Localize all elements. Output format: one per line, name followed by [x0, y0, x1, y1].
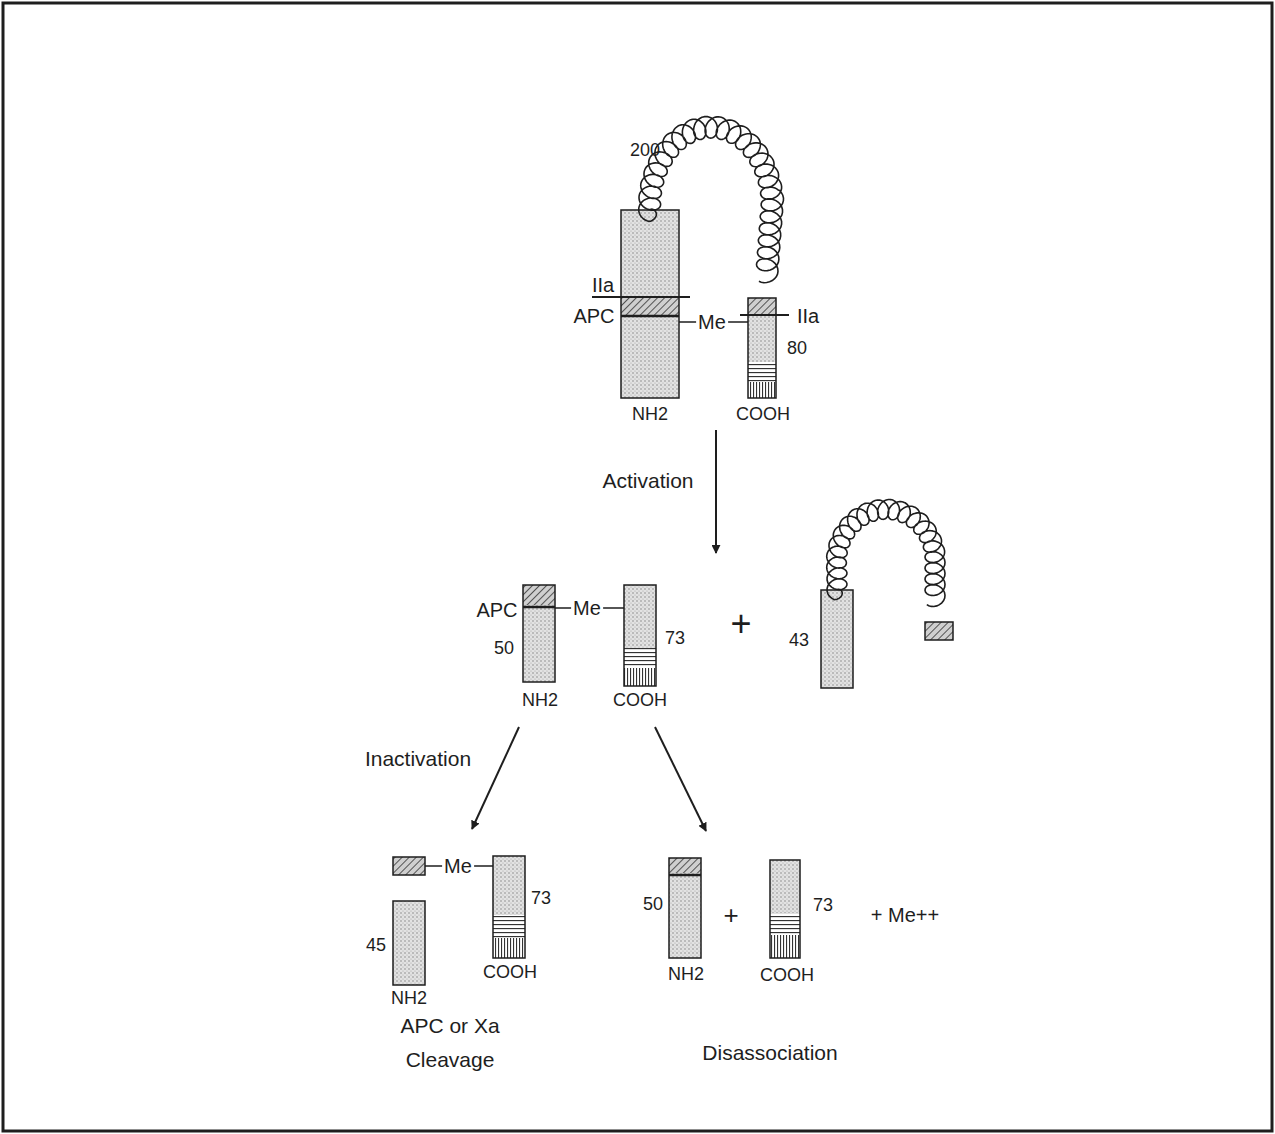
- metal-label: Me: [571, 598, 603, 618]
- plus-sign: +: [730, 606, 751, 642]
- metal-label: Me: [696, 312, 728, 332]
- terminus-label: NH2: [632, 405, 668, 423]
- step-label: Activation: [602, 470, 693, 491]
- bar-outline: [624, 585, 656, 686]
- light-chain-bar: [624, 585, 656, 686]
- terminus-label: COOH: [613, 691, 667, 709]
- bar-outline: [523, 585, 555, 682]
- callout-number: 80: [787, 339, 807, 357]
- terminus-label: NH2: [391, 989, 427, 1007]
- callout-number: 73: [813, 896, 833, 914]
- cleavage-site-label: APC: [573, 306, 614, 326]
- bar-outline: [493, 856, 525, 958]
- callout-number: 73: [531, 889, 551, 907]
- plus-sign: +: [723, 902, 738, 928]
- outcome-label: APC or Xa Cleavage: [375, 1009, 525, 1077]
- fragment-square: [925, 622, 953, 640]
- fragment-bar: [821, 590, 853, 688]
- step-label: Inactivation: [365, 748, 471, 769]
- metal-ion-label: + Me++: [871, 905, 939, 925]
- terminus-label: NH2: [668, 965, 704, 983]
- callout-number: 50: [494, 639, 514, 657]
- dissociation-arrow: [655, 727, 706, 831]
- cleavage-mark: [740, 314, 789, 316]
- callout-number: 43: [789, 631, 809, 649]
- light-chain-bar: [770, 860, 800, 958]
- callout-number: 50: [643, 895, 663, 913]
- cleavage-mark: [669, 874, 701, 877]
- terminus-label: COOH: [760, 966, 814, 984]
- cleavage-site-label: IIa: [797, 306, 819, 326]
- bar-outline: [748, 298, 776, 398]
- light-chain-bar: [493, 856, 525, 958]
- callout-number: 73: [665, 629, 685, 647]
- b-domain-coil: [639, 117, 784, 283]
- heavy-chain-bar: [523, 585, 555, 682]
- inactivation-arrow: [472, 727, 519, 829]
- outcome-label: Disassociation: [702, 1042, 837, 1063]
- cleavage-mark: [592, 296, 690, 298]
- terminus-label: COOH: [483, 963, 537, 981]
- b-domain-coil: [827, 500, 945, 607]
- cleavage-site-label: APC: [476, 600, 517, 620]
- callout-number: 200: [630, 141, 660, 159]
- heavy-chain-bar: [621, 210, 679, 398]
- bar-outline: [770, 860, 800, 958]
- callout-number: 45: [366, 936, 386, 954]
- cleavage-mark: [621, 315, 679, 318]
- fragment-square: [393, 857, 425, 875]
- terminus-label: NH2: [522, 691, 558, 709]
- bar-outline: [621, 210, 679, 398]
- heavy-chain-bar: [393, 901, 425, 985]
- activation-arrow: [715, 430, 717, 553]
- cleavage-mark: [523, 606, 555, 609]
- heavy-chain-bar: [669, 858, 701, 958]
- terminus-label: COOH: [736, 405, 790, 423]
- light-chain-bar: [748, 298, 776, 398]
- metal-label: Me: [442, 856, 474, 876]
- cleavage-site-label: IIa: [592, 275, 614, 295]
- frame: [3, 3, 1272, 1131]
- bar-outline: [669, 858, 701, 958]
